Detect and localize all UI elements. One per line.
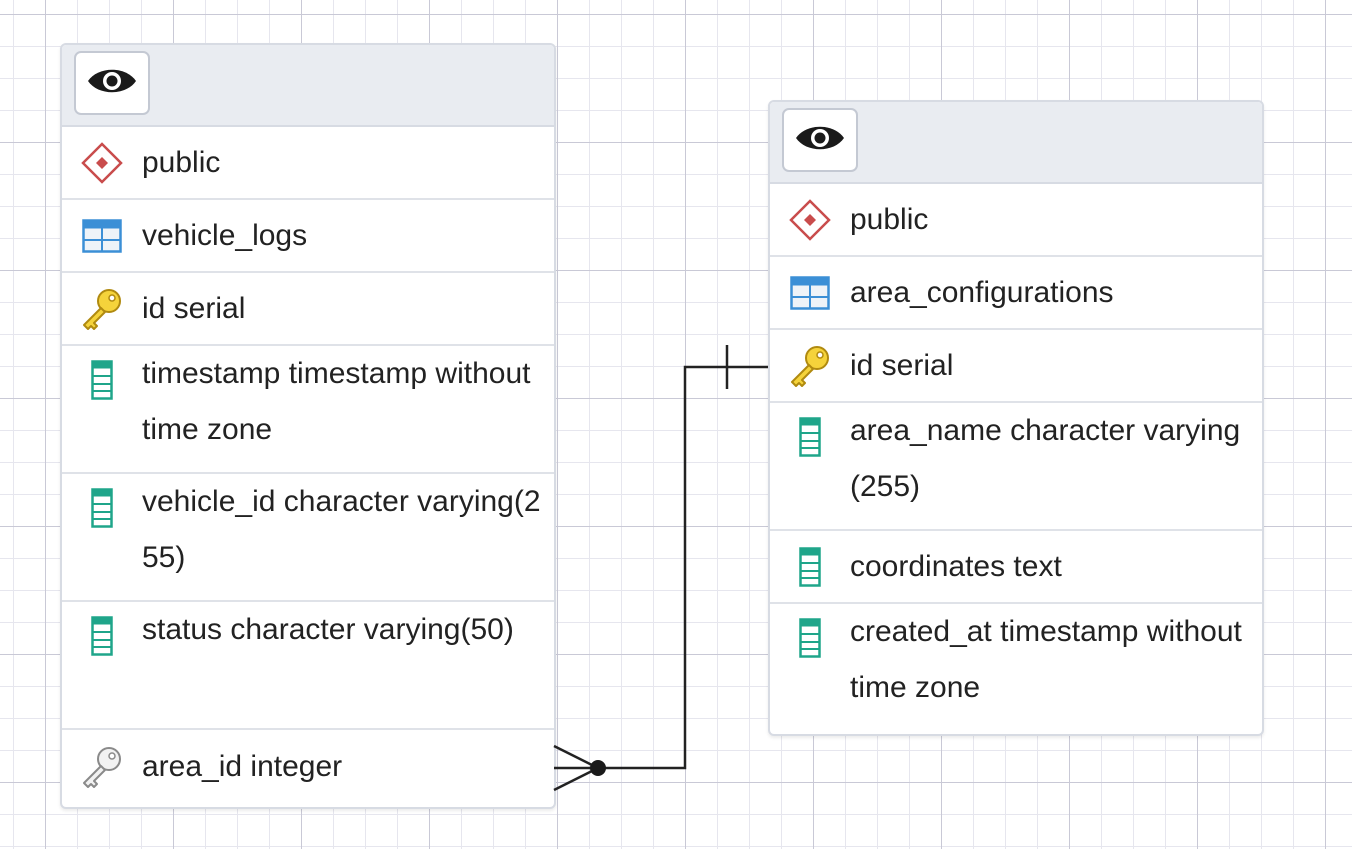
column-label: status character varying(50) <box>142 613 514 646</box>
column-row[interactable]: created_at timestamp without time zone <box>770 604 1262 732</box>
table-name-row[interactable]: vehicle_logs <box>62 200 554 273</box>
column-icon <box>62 474 142 528</box>
view-toggle-button[interactable] <box>782 108 858 172</box>
column-row[interactable]: timestamp timestamp without time zone <box>62 346 554 474</box>
table-name-label: area_configurations <box>850 276 1114 309</box>
column-label: coordinates text <box>850 550 1062 583</box>
table-node-header <box>62 45 554 127</box>
column-row[interactable]: status character varying(50) <box>62 602 554 730</box>
schema-row[interactable]: public <box>770 184 1262 257</box>
table-grid-icon <box>62 218 142 253</box>
column-label: created_at timestamp without time zone <box>850 615 1242 704</box>
schema-row[interactable]: public <box>62 127 554 200</box>
schema-diamond-icon <box>770 198 850 242</box>
column-label: vehicle_id character varying(255) <box>142 485 541 574</box>
column-label: area_id integer <box>142 750 343 783</box>
column-icon <box>770 546 850 587</box>
column-row[interactable]: coordinates text <box>770 531 1262 604</box>
view-toggle-button[interactable] <box>74 51 150 115</box>
column-label: id serial <box>850 349 954 382</box>
primary-key-row[interactable]: id serial <box>770 330 1262 403</box>
eye-icon <box>794 121 846 160</box>
column-label: area_name character varying(255) <box>850 414 1241 503</box>
column-icon <box>62 602 142 656</box>
column-icon <box>770 403 850 457</box>
table-name-label: vehicle_logs <box>142 219 308 252</box>
primary-key-row[interactable]: id serial <box>62 273 554 346</box>
table-node-vehicle-logs[interactable]: public vehicle_logs id serial timestamp … <box>60 43 556 809</box>
column-row[interactable]: vehicle_id character varying(255) <box>62 474 554 602</box>
crowfoot-upper-line <box>553 744 599 770</box>
table-name-row[interactable]: area_configurations <box>770 257 1262 330</box>
eye-icon <box>86 64 138 103</box>
schema-diamond-icon <box>62 141 142 185</box>
column-icon <box>770 604 850 658</box>
table-node-area-configurations[interactable]: public area_configurations id serial are… <box>768 100 1264 736</box>
foreign-key-icon <box>62 744 142 790</box>
column-row[interactable]: area_name character varying(255) <box>770 403 1262 531</box>
many-cardinality-dot <box>590 760 606 776</box>
primary-key-icon <box>770 343 850 389</box>
column-label: id serial <box>142 292 246 325</box>
column-icon <box>62 346 142 400</box>
schema-label: public <box>142 146 221 179</box>
table-grid-icon <box>770 275 850 310</box>
column-label: timestamp timestamp without time zone <box>142 357 531 446</box>
table-node-header <box>770 102 1262 184</box>
primary-key-icon <box>62 286 142 332</box>
relationship-line <box>598 365 768 770</box>
schema-label: public <box>850 203 929 236</box>
foreign-key-row[interactable]: area_id integer <box>62 730 554 803</box>
crowfoot-lower-line <box>553 766 599 792</box>
